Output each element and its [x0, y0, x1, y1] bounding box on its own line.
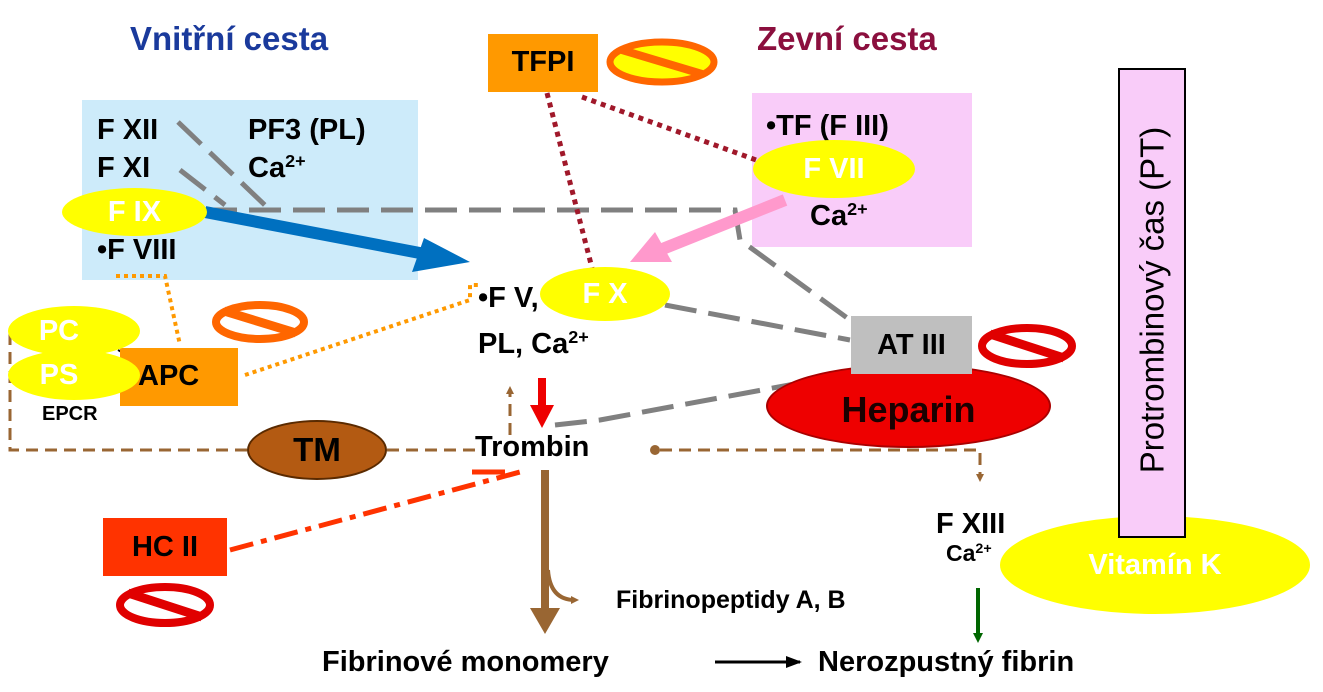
protein-s-ellipse: PS	[8, 350, 140, 400]
brown-arrowhead	[530, 608, 560, 634]
hc2-inhibition-line	[229, 469, 521, 553]
fibrinopeptide-branch	[546, 569, 579, 604]
thrombomodulin-ellipse: TM	[247, 420, 387, 480]
pt-box	[1118, 68, 1186, 538]
extrinsic-pathway-title: Zevní cesta	[757, 20, 937, 57]
factor-xii-label: F XII	[97, 114, 159, 146]
factor-v-label: •F V,	[478, 282, 539, 314]
thrombin-label: Trombin	[475, 431, 590, 463]
calcium-text: Ca	[810, 200, 848, 232]
factor-x-label: F X	[582, 277, 628, 310]
calcium-extrinsic-label: Ca2+	[810, 199, 868, 232]
pink-activation-arrow	[657, 194, 788, 256]
apc-inhibition-lines	[116, 274, 478, 377]
fibrin-monomers-label: Fibrinové monomery	[322, 646, 609, 678]
tissue-factor-label: •TF (F III)	[766, 110, 889, 142]
intrinsic-pathway-title: Vnitřní cesta	[130, 20, 329, 57]
epcr-label: EPCR	[42, 403, 98, 425]
blue-activation-arrow	[203, 206, 427, 260]
pl-calcium-label: PL, Ca2+	[478, 327, 589, 360]
heparin-label: Heparin	[841, 389, 976, 430]
hc2-box	[103, 518, 227, 576]
pink-arrowhead	[630, 232, 672, 262]
prothrombin-time-label: Protrombinový čas (PT)	[1133, 126, 1171, 474]
apc-label: APC	[138, 360, 200, 392]
pl-calcium-text: PL, Ca	[478, 328, 569, 360]
factor-ix-label: F IX	[107, 195, 162, 228]
thrombomodulin-label: TM	[293, 431, 341, 468]
fibrinopeptides-label: Fibrinopeptidy A, B	[616, 586, 846, 614]
prohibition-icon	[606, 38, 718, 86]
calcium-sup: 2+	[568, 327, 589, 348]
blue-arrowhead	[412, 238, 470, 272]
tfpi-box	[488, 34, 598, 92]
calcium-text: Ca	[946, 540, 976, 566]
heparin-ellipse: Heparin	[766, 364, 1051, 448]
at3-label: AT III	[877, 329, 946, 361]
factor-xiii-label: F XIII	[936, 508, 1006, 540]
tfpi-label: TFPI	[511, 46, 575, 78]
calcium-intrinsic-label: Ca2+	[248, 151, 306, 184]
protein-s-label: PS	[39, 358, 79, 391]
factor-vii-label: F VII	[803, 152, 865, 185]
calcium-final-label: Ca2+	[946, 542, 992, 565]
vitamin-k-label: Vitamín K	[1088, 548, 1222, 581]
thrombin-dot	[650, 445, 660, 455]
protein-c-ellipse: PC	[8, 306, 140, 356]
calcium-sup: 2+	[975, 541, 992, 558]
tfpi-inhibition-lines	[544, 92, 771, 269]
calcium-sup: 2+	[847, 199, 868, 220]
prohibition-icon	[116, 583, 214, 627]
pf3-label: PF3 (PL)	[248, 114, 366, 146]
factor-xi-label: F XI	[97, 152, 151, 184]
at3-box	[851, 316, 972, 374]
hc2-label: HC II	[131, 531, 199, 563]
calcium-sup: 2+	[285, 151, 306, 172]
factor-vii-ellipse: F VII	[753, 140, 915, 198]
factor-viii-label: •F VIII	[97, 234, 177, 266]
factor-ix-ellipse: F IX	[62, 188, 207, 236]
red-arrowhead	[530, 405, 554, 428]
insoluble-fibrin-label: Nerozpustný fibrin	[818, 646, 1075, 678]
protein-c-label: PC	[38, 314, 80, 347]
prohibition-icon	[212, 301, 308, 343]
factor-x-ellipse: F X	[540, 267, 670, 321]
prohibition-icon	[978, 324, 1076, 368]
calcium-text: Ca	[248, 152, 286, 184]
